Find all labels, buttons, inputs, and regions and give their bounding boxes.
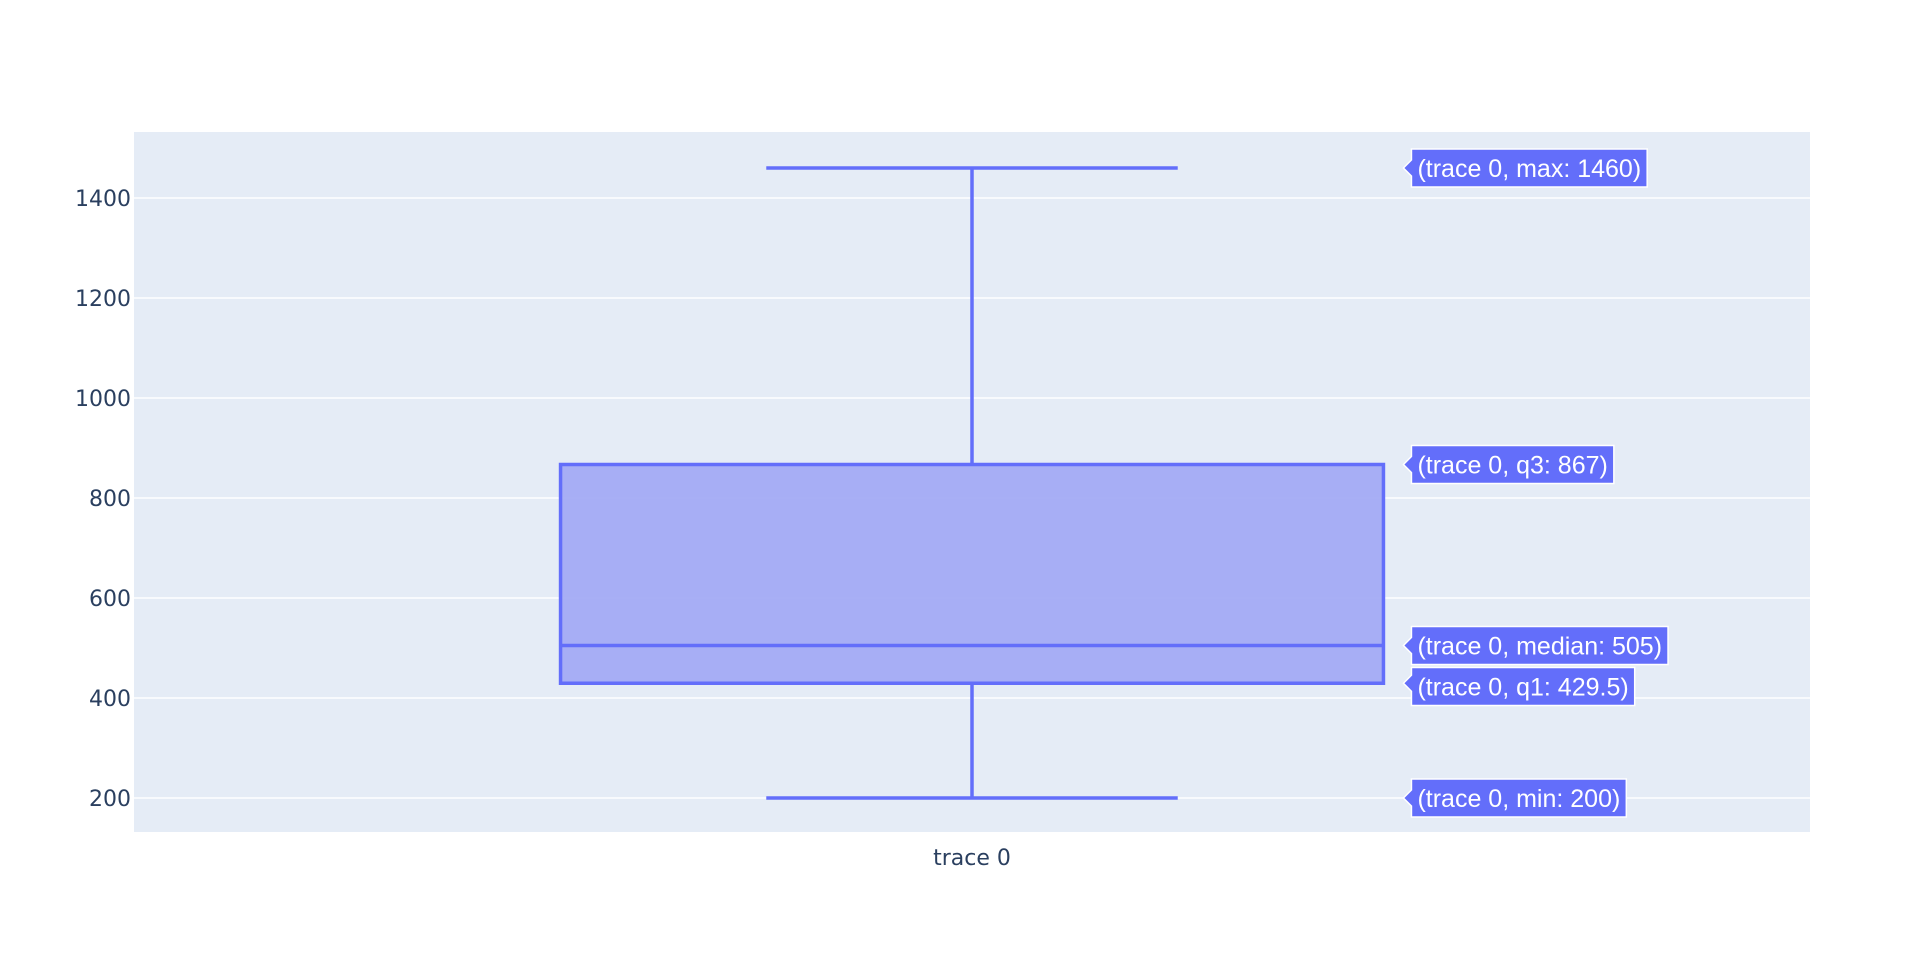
y-tick-label-1400: 1400 bbox=[75, 187, 131, 212]
y-tick-label-1200: 1200 bbox=[75, 287, 131, 312]
hover-label-q3: (trace 0, q3: 867) bbox=[1402, 444, 1615, 485]
y-tick-label-1000: 1000 bbox=[75, 387, 131, 412]
y-axis-tick-labels: 200 400 600 800 1000 1200 1400 bbox=[75, 187, 131, 812]
hover-label-q1: (trace 0, q1: 429.5) bbox=[1402, 666, 1636, 707]
x-tick-label-0: trace 0 bbox=[933, 846, 1011, 871]
hover-label-text-median: (trace 0, median: 505) bbox=[1417, 633, 1662, 661]
hover-label-box-max bbox=[1402, 148, 1648, 188]
hover-label-box-q3 bbox=[1402, 444, 1615, 485]
hover-label-box-q1 bbox=[1402, 666, 1636, 707]
box-trace[interactable] bbox=[558, 166, 1386, 800]
hover-labels: (trace 0, max: 1460) (trace 0, q3: 867) (t… bbox=[1402, 148, 1669, 818]
y-tick-label-600: 600 bbox=[89, 587, 131, 612]
x-axis-tick-labels: trace 0 bbox=[933, 846, 1011, 871]
hover-label-max: (trace 0, max: 1460) bbox=[1402, 148, 1648, 188]
hover-label-text-max: (trace 0, max: 1460) bbox=[1417, 155, 1641, 183]
hover-label-box-median bbox=[1402, 625, 1669, 666]
y-tick-label-800: 800 bbox=[89, 487, 131, 512]
y-tick-label-400: 400 bbox=[89, 687, 131, 712]
hover-label-text-min: (trace 0, min: 200) bbox=[1417, 785, 1620, 813]
y-tick-label-200: 200 bbox=[89, 787, 131, 812]
hover-label-text-q1: (trace 0, q1: 429.5) bbox=[1417, 674, 1628, 702]
hover-label-median: (trace 0, median: 505) bbox=[1402, 625, 1669, 666]
hover-label-box-min bbox=[1402, 778, 1628, 818]
hover-label-text-q3: (trace 0, q3: 867) bbox=[1417, 452, 1607, 480]
interquartile-box[interactable] bbox=[558, 462, 1386, 685]
hover-label-min: (trace 0, min: 200) bbox=[1402, 778, 1628, 818]
